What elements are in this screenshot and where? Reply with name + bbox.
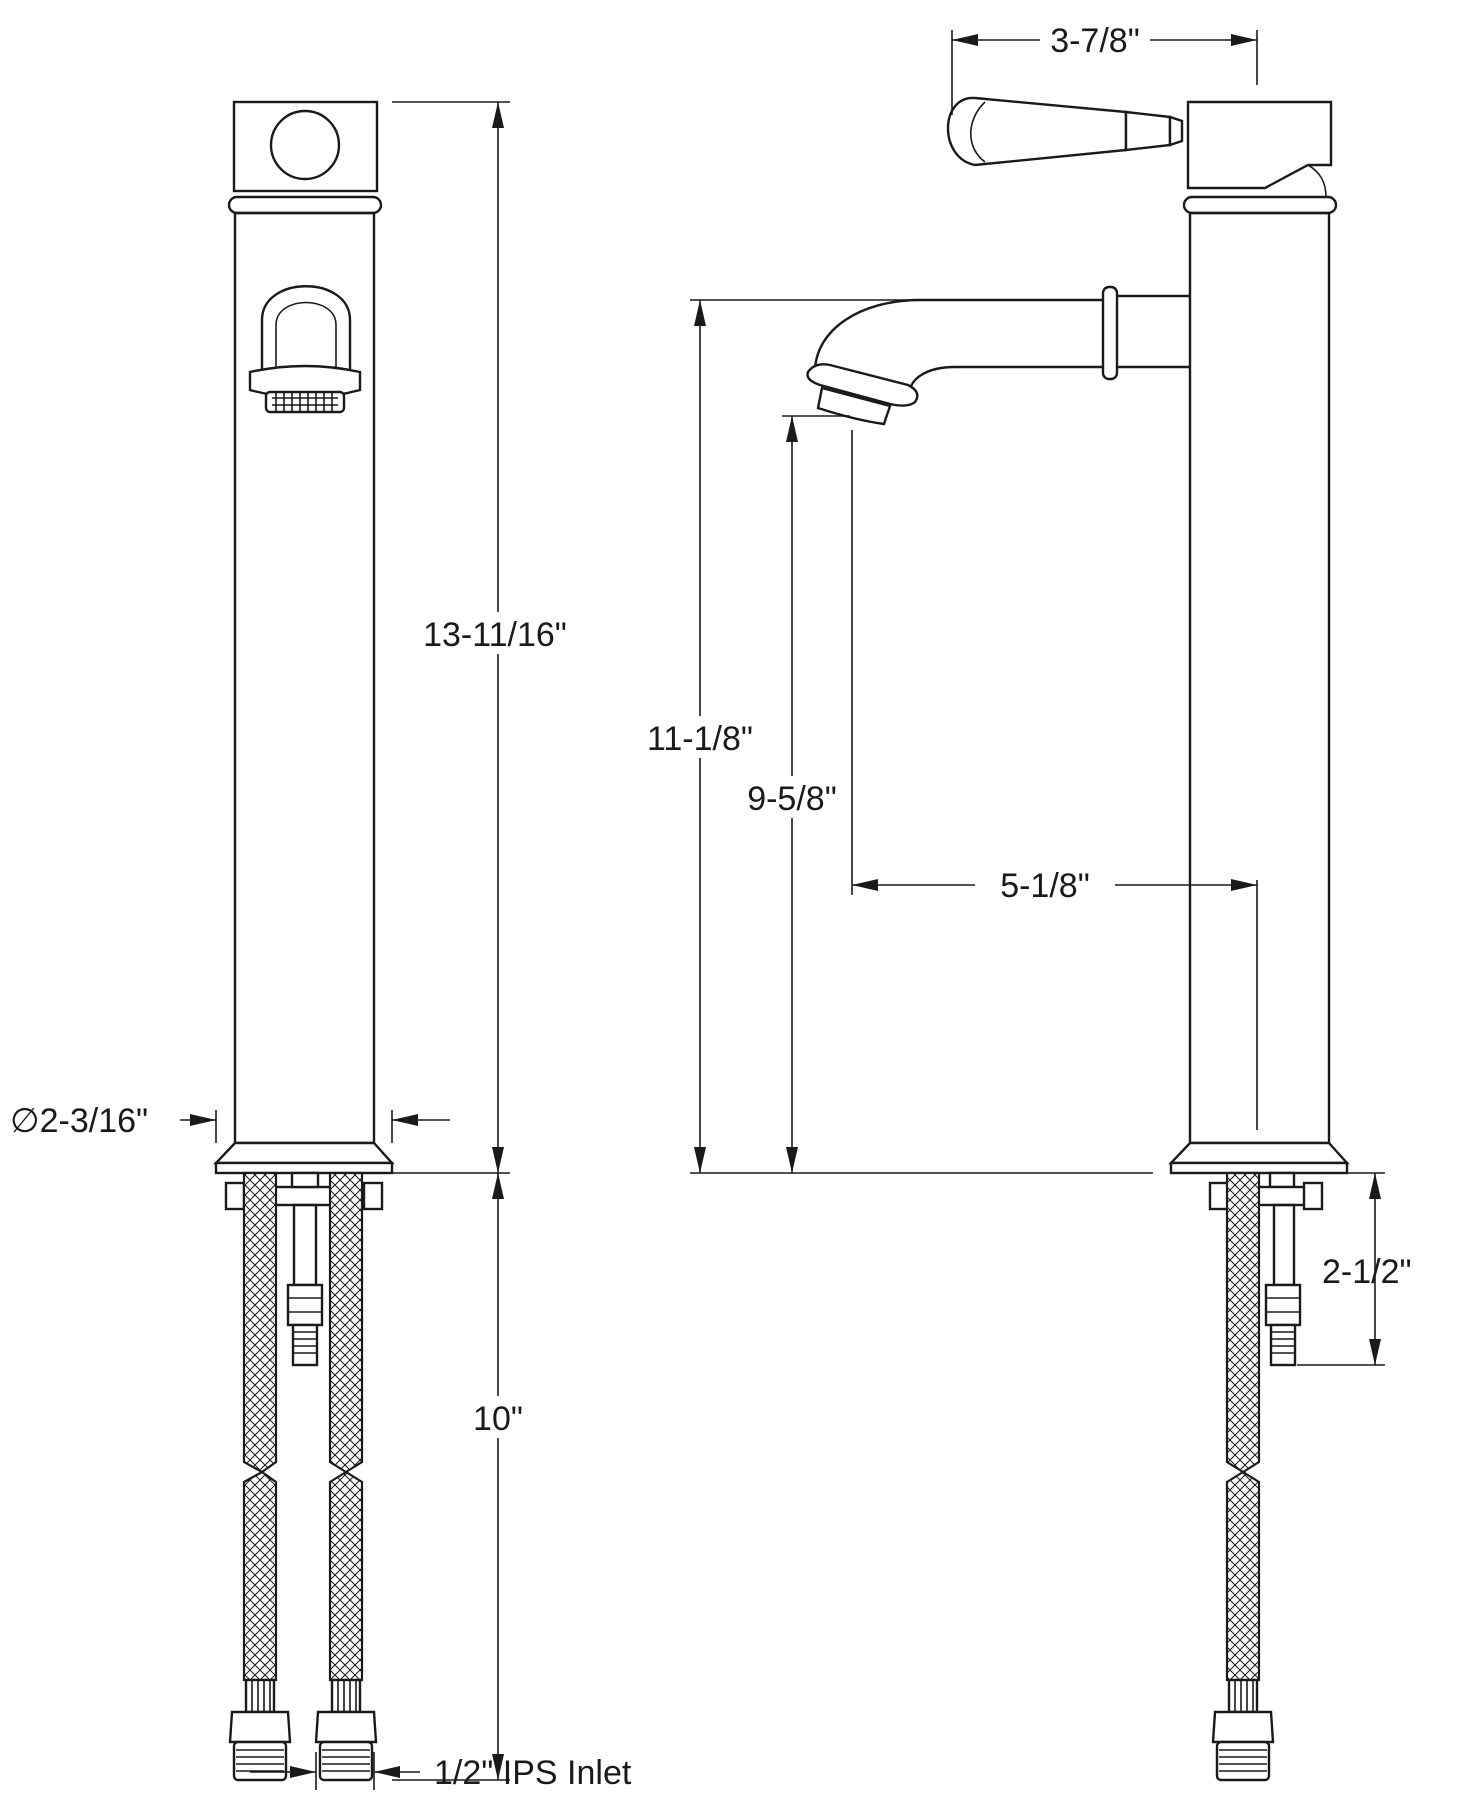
front-handle-knob bbox=[269, 109, 341, 181]
front-handle-block bbox=[232, 100, 379, 193]
front-hose-left bbox=[228, 1171, 292, 1782]
label-overall-height: 13-11/16" bbox=[423, 616, 567, 654]
front-hose-right bbox=[314, 1171, 378, 1782]
front-base-flange bbox=[213, 1141, 395, 1165]
front-spout bbox=[248, 285, 362, 414]
front-collar-ring bbox=[227, 195, 383, 215]
front-body bbox=[233, 211, 376, 1145]
side-base-plate bbox=[1169, 1161, 1349, 1175]
label-spout-height: 11-1/8" bbox=[647, 720, 753, 758]
side-lever-handle bbox=[946, 96, 1184, 167]
dim-shank-length bbox=[1297, 1172, 1385, 1366]
side-view: 3-7/8" 11-1/8" 9-5/8" 5-1 bbox=[630, 22, 1412, 1782]
front-view: 13-11/16" 10" ∅2-3/16" bbox=[10, 100, 632, 1792]
dim-base-diameter bbox=[180, 1110, 450, 1143]
label-spout-reach: 5-1/8" bbox=[1000, 867, 1090, 905]
dim-inlet bbox=[250, 1752, 420, 1790]
label-below-deck: 10" bbox=[473, 1400, 523, 1438]
front-base-plate bbox=[214, 1161, 394, 1175]
label-shank-length: 2-1/2" bbox=[1322, 1253, 1412, 1291]
side-body bbox=[1188, 211, 1331, 1145]
side-hose bbox=[1211, 1171, 1275, 1782]
label-inlet: 1/2" IPS Inlet bbox=[434, 1754, 632, 1792]
side-handle-block bbox=[1186, 100, 1333, 198]
dim-spout-reach bbox=[851, 430, 1258, 1130]
dim-below-deck bbox=[392, 1173, 510, 1781]
label-aerator-height: 9-5/8" bbox=[747, 780, 837, 818]
label-handle-reach: 3-7/8" bbox=[1050, 22, 1140, 60]
side-collar-ring bbox=[1182, 195, 1338, 215]
side-spout bbox=[806, 285, 1190, 426]
side-base-flange bbox=[1168, 1141, 1350, 1165]
label-base-diameter: ∅2-3/16" bbox=[10, 1102, 148, 1140]
dim-handle-reach bbox=[951, 30, 1258, 115]
